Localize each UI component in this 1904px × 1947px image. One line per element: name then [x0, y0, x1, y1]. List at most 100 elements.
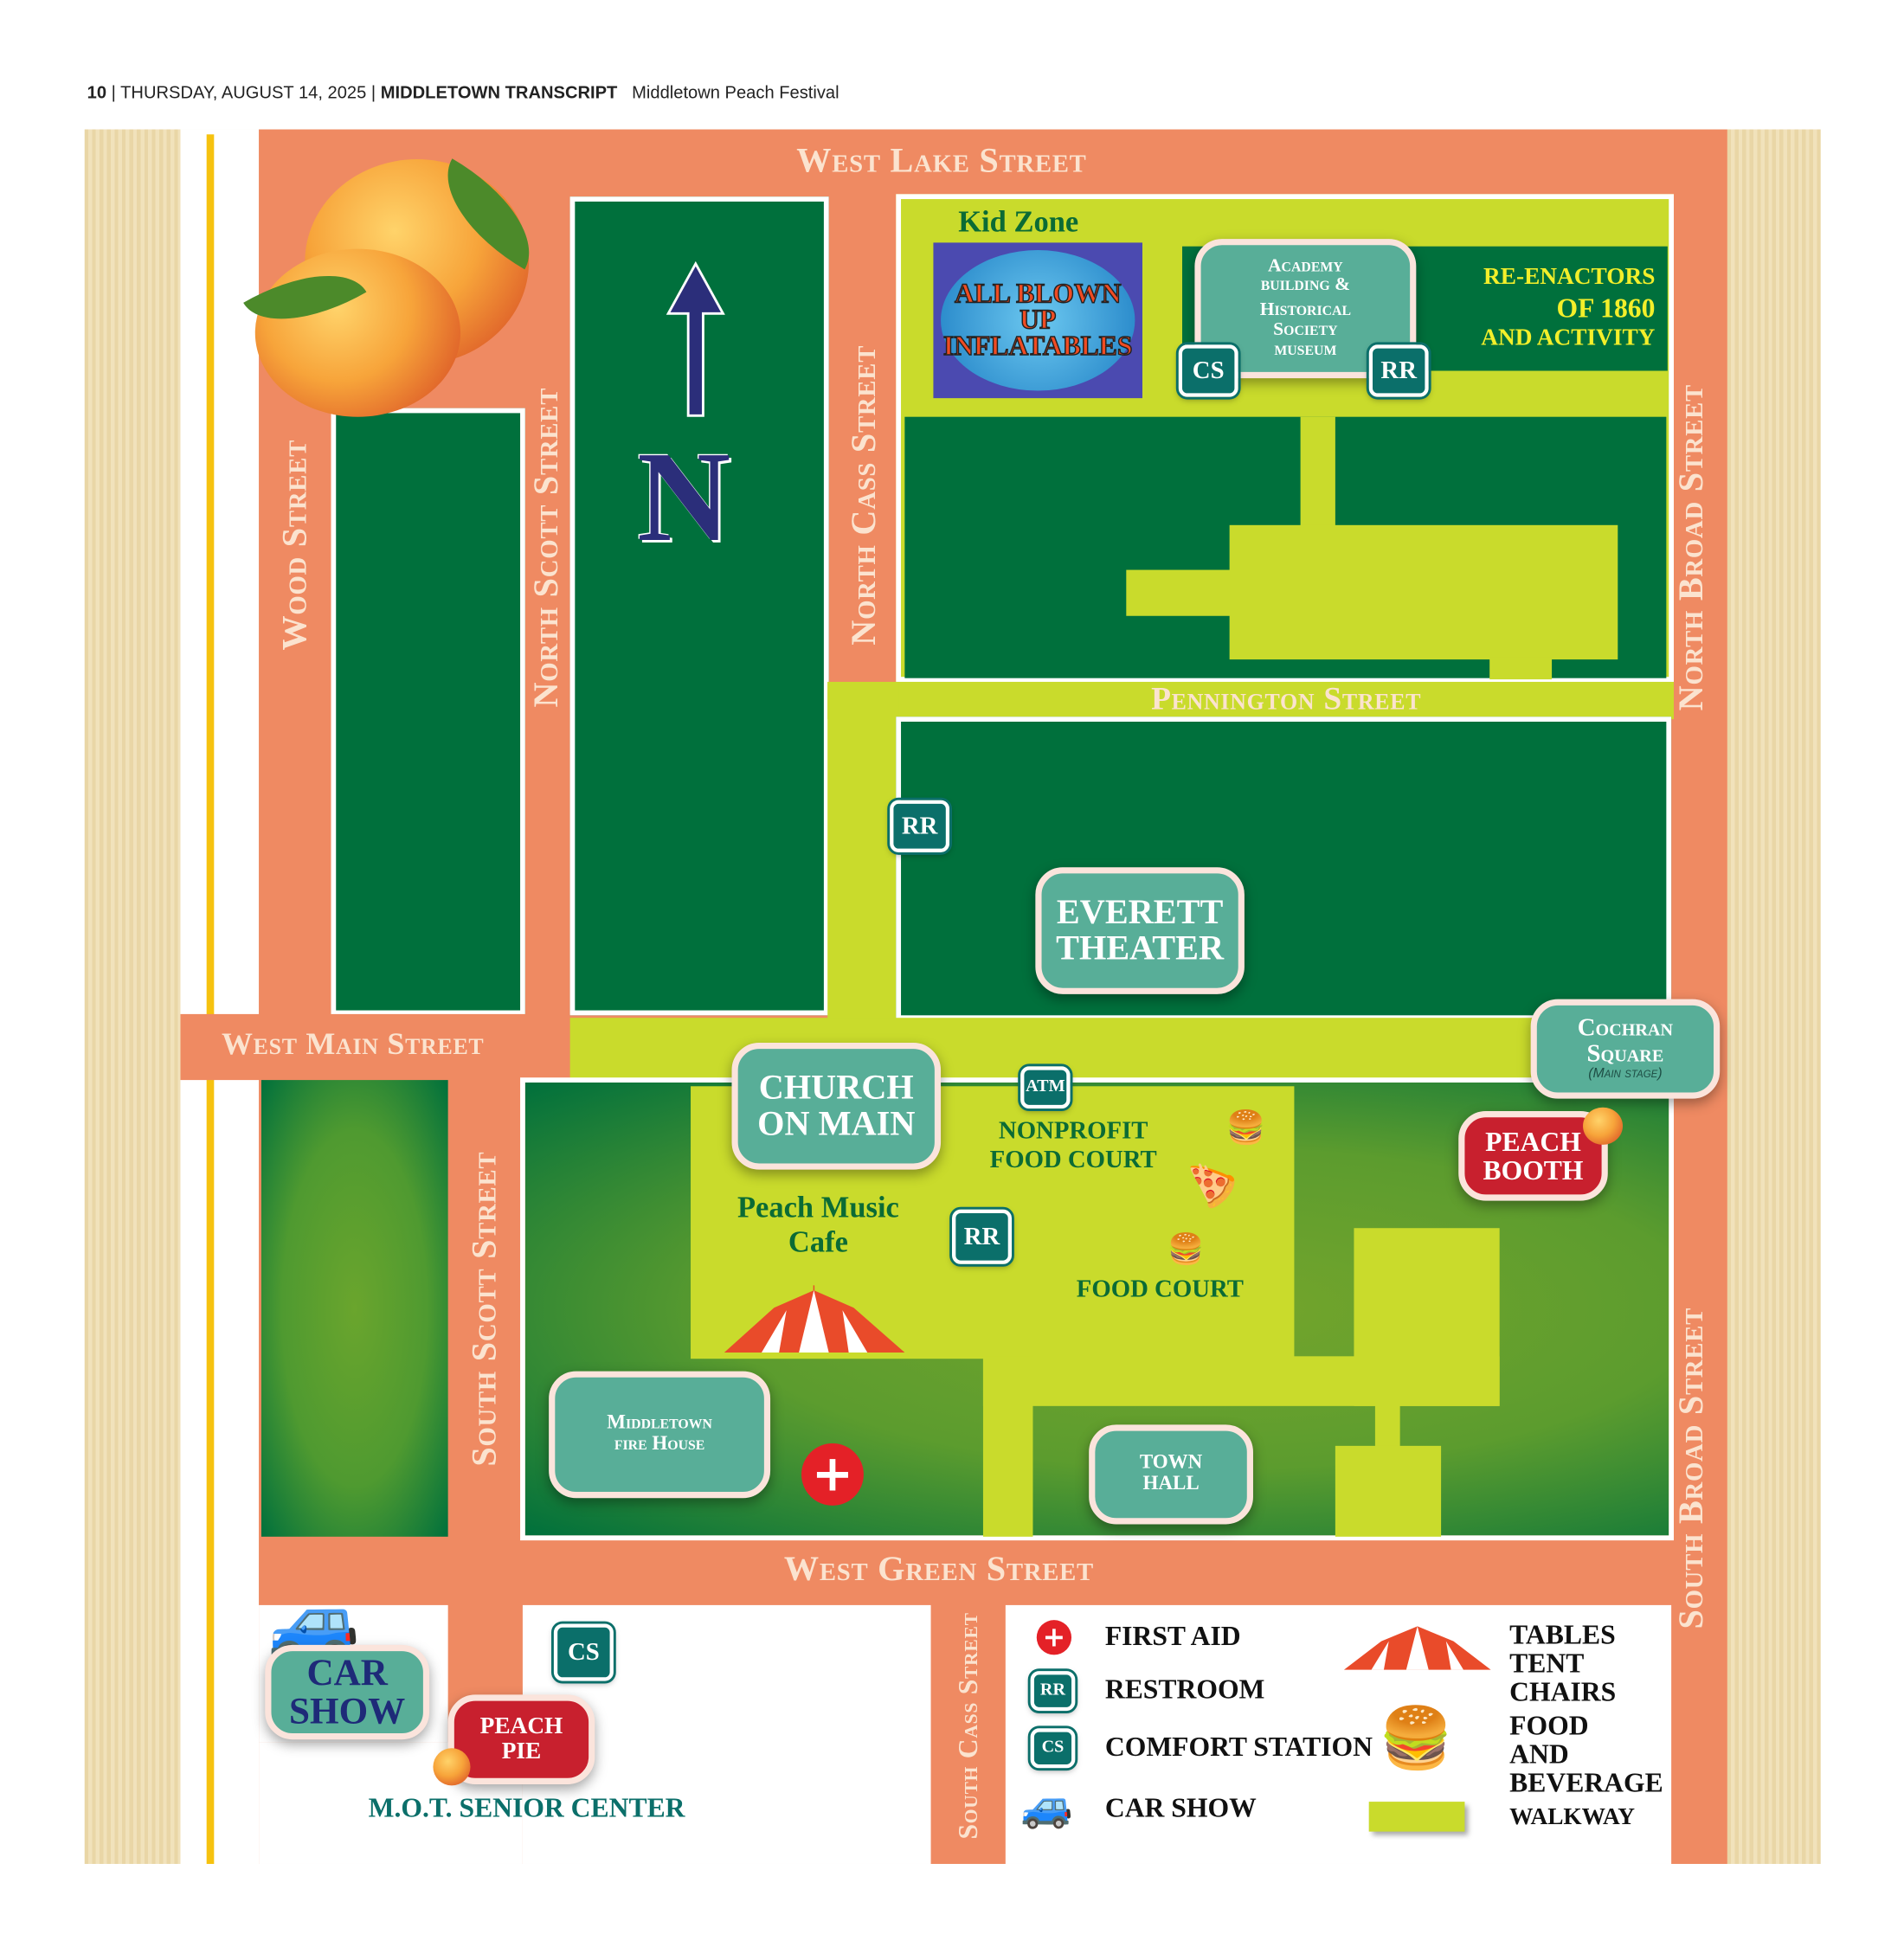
label: fire House	[614, 1433, 705, 1455]
label: CAR	[306, 1651, 388, 1693]
block-everett	[896, 716, 1672, 1021]
label: AND ACTIVITY	[1481, 324, 1656, 351]
street-west-green: West Green Street	[783, 1550, 1094, 1590]
street-north-cass: North Cass Street	[845, 344, 884, 646]
walkway	[1300, 416, 1335, 530]
logo-text: ALL BLOWN UP INFLATABLES	[941, 250, 1135, 391]
restroom-badge[interactable]: RR	[949, 1206, 1014, 1267]
restroom-badge[interactable]: RR	[887, 797, 953, 855]
street-west-lake: West Lake Street	[796, 141, 1087, 181]
legend-car-show: CAR SHOW	[1104, 1791, 1257, 1823]
label: Square	[1586, 1040, 1664, 1069]
label: (Main stage)	[1588, 1066, 1663, 1082]
food-court-label: FOOD COURT	[1076, 1275, 1244, 1303]
street-north-broad: North Broad Street	[1672, 384, 1712, 711]
tent-icon	[1343, 1626, 1491, 1670]
label: PEACH	[1485, 1126, 1581, 1158]
label: FOOD	[1509, 1709, 1589, 1741]
label: FOOD COURT	[989, 1146, 1157, 1173]
street-west-main: West Main Street	[221, 1027, 485, 1062]
yellow-line	[206, 134, 215, 1864]
label: TOWN	[1139, 1452, 1203, 1474]
west-main-street	[180, 1013, 570, 1081]
street-wood: Wood Street	[276, 439, 315, 651]
compass-letter: N	[637, 425, 731, 569]
label: museum	[1274, 339, 1337, 360]
senior-center-label: M.O.T. SENIOR CENTER	[368, 1791, 685, 1823]
street-south-scott: South Scott Street	[465, 1151, 505, 1467]
legend-comfort-station: COMFORT STATION	[1104, 1731, 1373, 1763]
atm-badge[interactable]: ATM	[1018, 1063, 1073, 1112]
label: Cochran	[1577, 1014, 1674, 1042]
comfort-station-icon: CS	[1027, 1725, 1078, 1771]
inflatables-logo: ALL BLOWN UP INFLATABLES	[933, 242, 1143, 399]
legend-walkway: WALKWAY	[1509, 1803, 1635, 1831]
walkway	[827, 681, 899, 1081]
walkway	[1335, 1445, 1442, 1537]
kid-zone-title: Kid Zone	[958, 206, 1079, 240]
label: building &	[1260, 275, 1351, 296]
label: Academy	[1267, 255, 1343, 276]
tent-icon	[724, 1285, 905, 1353]
legend-first-aid: FIRST AID	[1104, 1620, 1241, 1652]
walkway	[1354, 1228, 1500, 1406]
walkway-swatch	[1368, 1802, 1465, 1832]
comfort-station-badge[interactable]: CS	[550, 1621, 616, 1684]
legend-panel	[1005, 1604, 1672, 1864]
label: BEVERAGE	[1509, 1767, 1663, 1799]
label: Historical	[1259, 299, 1352, 320]
pennington-walkway	[827, 681, 1674, 720]
label: Cafe	[788, 1226, 848, 1259]
walkway	[1489, 657, 1553, 680]
street-south-cass: South Cass Street	[952, 1612, 983, 1840]
peach-icon	[1583, 1107, 1624, 1145]
label: Middletown	[607, 1412, 712, 1434]
street-pennington: Pennington Street	[1151, 680, 1422, 717]
food-icon: 🍔	[1379, 1706, 1454, 1772]
walkway	[1374, 1403, 1400, 1449]
label: RE-ENACTORS	[1483, 263, 1656, 291]
page-header: 10 | THURSDAY, AUGUST 14, 2025 | MIDDLET…	[87, 81, 839, 102]
restroom-badge[interactable]: RR	[1366, 342, 1431, 400]
label: TABLES	[1509, 1618, 1616, 1650]
block-wood-scott	[331, 408, 525, 1016]
restroom-icon: RR	[1027, 1668, 1078, 1714]
label: SHOW	[289, 1691, 406, 1732]
walkway	[1126, 569, 1232, 616]
car-show-icon: 🚙	[1020, 1783, 1073, 1831]
burger-icon: 🍔	[1225, 1109, 1266, 1147]
label: EVERETT	[1056, 892, 1224, 932]
block-lower-left	[261, 1080, 448, 1537]
north-arrow-icon	[666, 260, 725, 417]
walkway	[1229, 524, 1618, 660]
label: OF 1860	[1556, 292, 1656, 324]
label: NONPROFIT	[998, 1117, 1148, 1145]
first-aid-icon: +	[1036, 1620, 1072, 1655]
label: AND	[1509, 1738, 1569, 1770]
first-aid-icon: +	[801, 1443, 864, 1506]
street-north-scott: North Scott Street	[527, 387, 567, 708]
burger-icon: 🍔	[1167, 1234, 1205, 1267]
label: PEACH	[479, 1713, 563, 1740]
label: TENT	[1509, 1647, 1585, 1679]
label: BOOTH	[1483, 1154, 1584, 1186]
label: CHAIRS	[1509, 1676, 1617, 1708]
peach-illustration	[254, 248, 461, 417]
label: Society	[1273, 319, 1338, 340]
comfort-station-badge[interactable]: CS	[1175, 342, 1241, 400]
label: Peach Music	[737, 1192, 899, 1224]
